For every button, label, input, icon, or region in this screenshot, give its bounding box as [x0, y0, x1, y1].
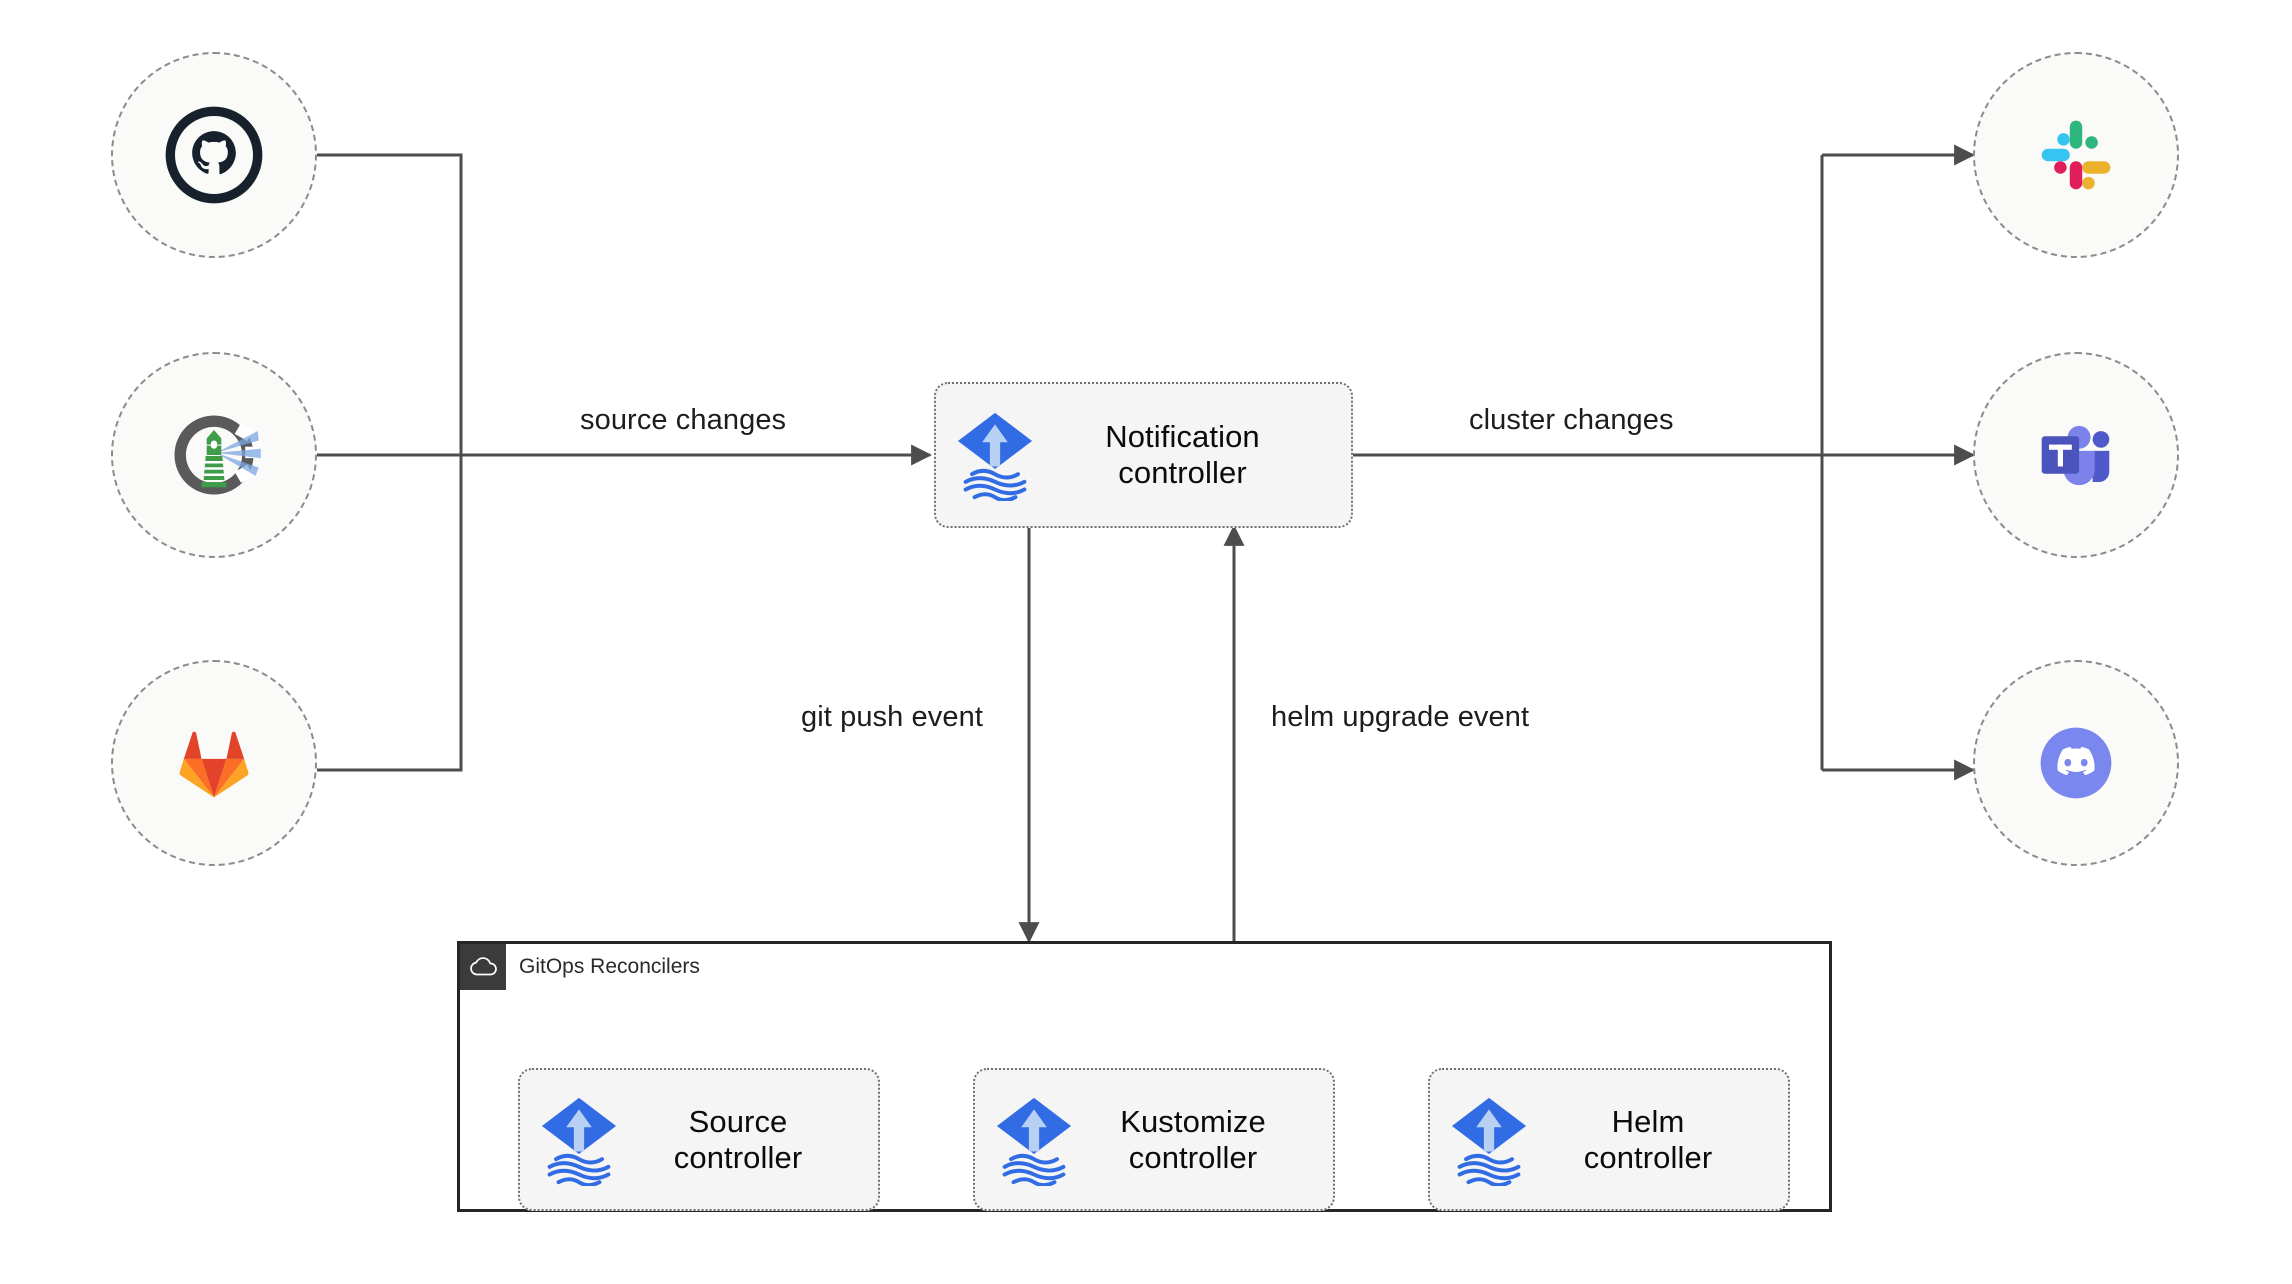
flux-logo-icon [996, 1097, 1072, 1186]
gitops-reconcilers-container: GitOps Reconcilers Source controller [457, 941, 1832, 1212]
flux-logo-icon [541, 1097, 617, 1186]
github-icon [165, 106, 263, 204]
reconciler-box-helm[interactable]: Helm controller [1428, 1068, 1790, 1211]
wire-sources-trunk [317, 153, 463, 772]
edge-label-source-changes: source changes [572, 404, 795, 437]
flux-logo-icon [957, 412, 1033, 501]
container-header: GitOps Reconcilers [460, 944, 700, 990]
notification-controller-box[interactable]: Notification controller [934, 382, 1353, 528]
reconciler-label-source: Source controller [673, 1103, 803, 1175]
reconciler-label-kustomize: Kustomize controller [1120, 1103, 1266, 1175]
discord-icon [2040, 727, 2112, 799]
target-node-slack[interactable] [1973, 52, 2179, 258]
edge-label-git-push-event: git push event [793, 701, 991, 734]
slack-icon [2041, 120, 2111, 190]
source-node-gitlab[interactable] [111, 660, 317, 866]
edge-label-helm-upgrade-event: helm upgrade event [1263, 701, 1538, 734]
reconciler-box-source[interactable]: Source controller [518, 1068, 880, 1211]
edge-label-cluster-changes: cluster changes [1461, 404, 1682, 437]
container-title: GitOps Reconcilers [519, 955, 700, 978]
source-node-github[interactable] [111, 52, 317, 258]
teams-icon [2041, 425, 2110, 486]
reconciler-box-kustomize[interactable]: Kustomize controller [973, 1068, 1335, 1211]
reconciler-label-helm: Helm controller [1583, 1103, 1713, 1175]
target-node-discord[interactable] [1973, 660, 2179, 866]
notification-controller-label: Notification controller [1105, 419, 1260, 490]
target-node-teams[interactable] [1973, 352, 2179, 558]
lighthouse-icon [174, 415, 261, 495]
source-node-oci-registry[interactable] [111, 352, 317, 558]
gitlab-icon [179, 731, 249, 798]
flux-logo-icon [1451, 1097, 1527, 1186]
cloud-badge [460, 944, 506, 990]
cloud-icon [470, 957, 497, 976]
